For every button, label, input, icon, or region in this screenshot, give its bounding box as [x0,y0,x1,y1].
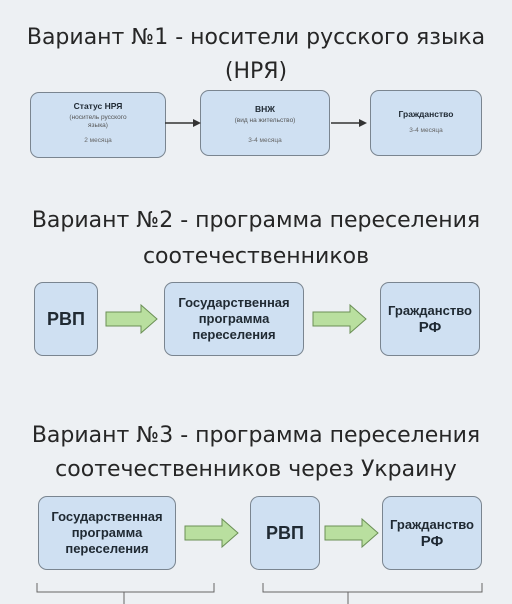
variant3-arrow-2 [324,517,379,549]
variant2-title-line2: соотечественников [142,244,370,269]
box-label: РВП [266,522,304,543]
variant3-arrow-1 [184,517,239,549]
variant1-title-line2: (НРЯ) [224,59,288,84]
box-line1: Государственная [178,295,290,310]
variant2-arrow-2 [312,303,367,335]
box-duration: 3-4 месяца [409,127,443,134]
box-line3: переселения [65,541,149,556]
box-line2: программа [71,525,143,540]
box-line2: РФ [420,532,444,550]
box-line2: программа [198,311,270,326]
variant2-box-state-program: Государственная программа переселения [164,282,304,356]
variant1-box-vnzh: ВНЖ (вид на жительство) 3-4 месяца [200,90,330,156]
box-line1: Гражданство [390,516,474,532]
box-line1: Гражданство [388,302,472,318]
variant3-box-state-program: Государственная программа переселения [38,496,176,570]
box-title: Гражданство [398,109,454,119]
variant2-box-citizenship-rf: Гражданство РФ [380,282,480,356]
variant1-box-citizenship: Гражданство 3-4 месяца [370,90,482,156]
variant3-box-citizenship-rf: Гражданство РФ [382,496,482,570]
box-duration: 3-4 месяца [248,137,282,144]
box-label: РВП [47,308,85,329]
box-title: Статус НРЯ [73,101,123,111]
variant2-arrow-1 [105,303,158,335]
variant3-brace-left [36,583,215,604]
box-line2: РФ [418,318,442,336]
variant3-brace-right [262,583,483,604]
variant3-box-rvp: РВП [250,496,320,570]
variant1-arrow-1 [165,119,201,127]
variant1-arrow-2 [331,119,367,127]
variant1-box-nrya-status: Статус НРЯ (носитель русского языка) 2 м… [30,92,166,158]
box-duration: 2 месяца [84,137,112,144]
box-subtitle: (вид на жительство) [234,117,296,124]
variant1-title-line1: Вариант №1 - носители русского языка [26,25,486,50]
variant2-box-rvp: РВП [34,282,98,356]
box-line3: переселения [192,327,276,342]
variant3-title-line2: соотечественников через Украину [55,457,457,482]
box-title: ВНЖ [255,104,275,114]
box-line1: Государственная [51,509,163,524]
box-subtitle: (носитель русского языка) [69,114,127,129]
variant3-title-line1: Вариант №3 - программа переселения [31,423,481,448]
variant2-title-line1: Вариант №2 - программа переселения [31,208,481,233]
